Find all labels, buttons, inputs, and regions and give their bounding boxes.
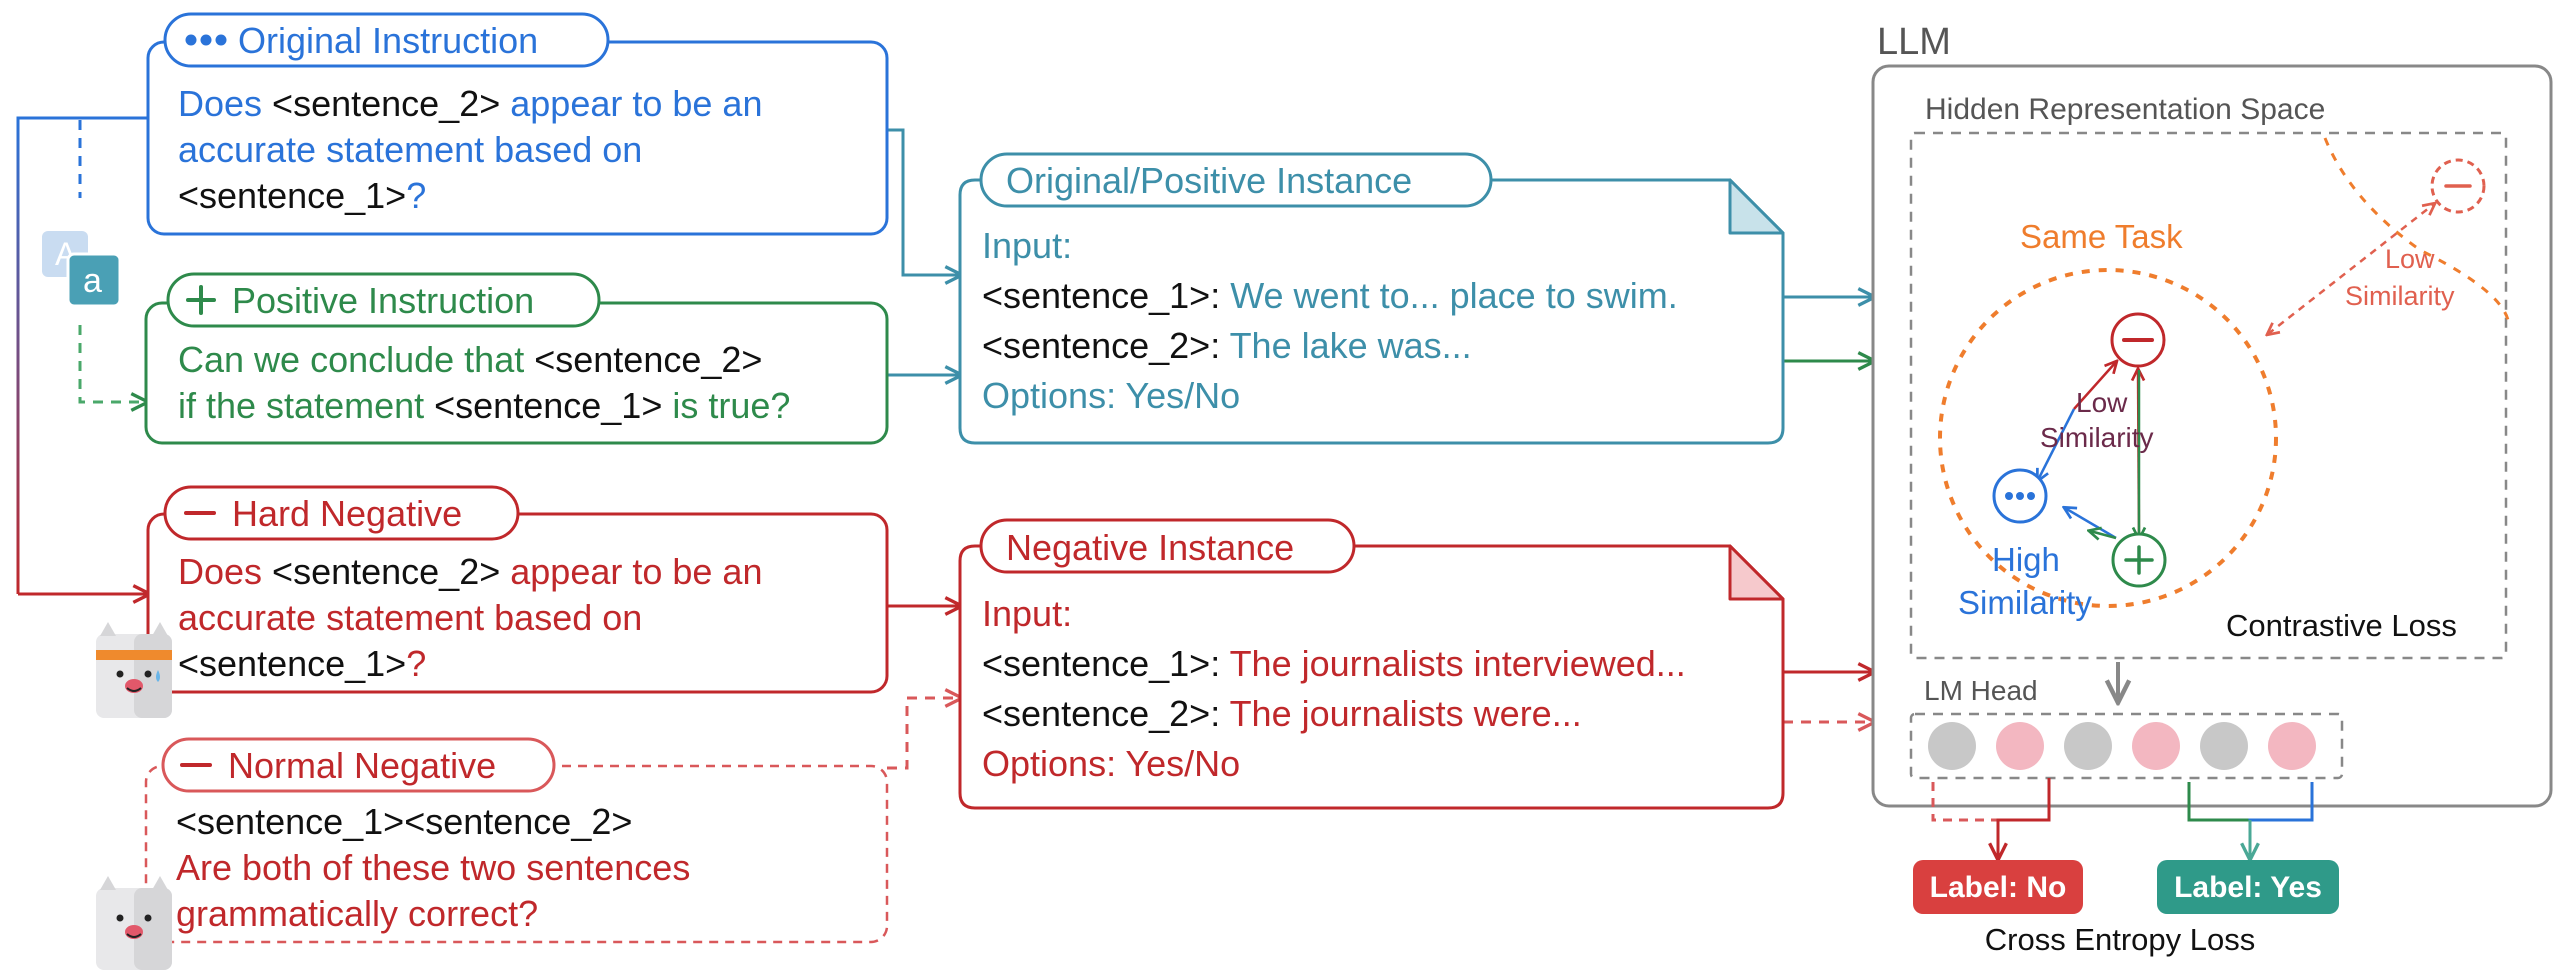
lm-head-token	[2132, 722, 2180, 770]
cross-entropy-loss-label: Cross Entropy Loss	[1985, 922, 2256, 957]
text-segment: <sentence_2>	[272, 551, 500, 592]
text-segment: ?	[406, 643, 426, 684]
label-no-badge: Label: No	[1913, 860, 2083, 914]
label-yes-badge: Label: Yes	[2157, 860, 2339, 914]
lm-head-token	[2064, 722, 2112, 770]
normal-negative-text: <sentence_1><sentence_2> Are both of thes…	[176, 801, 690, 934]
connectors	[16, 116, 1873, 770]
positive-instance-text: Input: <sentence_1>: We went to... place …	[982, 225, 1678, 416]
lm-head-token	[1996, 722, 2044, 770]
label-no-text: Label: No	[1930, 871, 2067, 904]
text-segment: <sentence_1>	[178, 643, 406, 684]
text-segment: ?	[406, 175, 426, 216]
text-segment: Options: Yes/No	[982, 375, 1240, 416]
text-segment: is true?	[662, 385, 790, 426]
text-segment: Does	[178, 551, 272, 592]
normal-negative-title: Normal Negative	[228, 745, 496, 786]
hard-negative-text: Does <sentence_2> appear to be an accurat…	[178, 551, 762, 684]
lm-head-token	[2268, 722, 2316, 770]
llm-title: LLM	[1877, 21, 1951, 63]
plus-icon	[2124, 545, 2154, 575]
original-instruction-text: Does <sentence_2> appear to be an accurat…	[178, 83, 762, 216]
original-instruction-box: Original Instruction Does <sentence_2> a…	[146, 12, 889, 236]
text-segment: appear to be an	[500, 83, 762, 124]
plus-icon	[186, 285, 216, 315]
negative-instance-title: Negative Instance	[1006, 527, 1294, 568]
positive-instance-title: Original/Positive Instance	[1006, 160, 1412, 201]
positive-instruction-title: Positive Instruction	[232, 280, 534, 321]
negative-node	[2110, 312, 2166, 368]
llm-panel: LLM Hidden Representation Space Same Tas…	[1871, 21, 2553, 808]
text-segment: <sentence_1>	[178, 175, 406, 216]
text-segment: <sentence_2>	[272, 83, 500, 124]
hidden-space-label: Hidden Representation Space	[1925, 93, 2325, 126]
text-segment: Options: Yes/No	[982, 743, 1240, 784]
positive-node	[2111, 532, 2167, 588]
text-segment: Does	[178, 83, 272, 124]
llama-mascot-icon	[96, 622, 172, 718]
text-segment: <sentence_1>	[434, 385, 662, 426]
text-segment: Input:	[982, 593, 1072, 634]
translate-letter-lower: a	[83, 262, 102, 300]
text-segment: We went to... place to swim.	[1230, 275, 1678, 316]
text-segment: if the statement	[178, 385, 434, 426]
negative-instance-text: Input: <sentence_1>: The journalists inte…	[982, 593, 1686, 784]
ellipsis-icon	[2005, 492, 2035, 500]
positive-instance-box: Original/Positive Instance Input: <senten…	[958, 152, 1785, 445]
low-similarity-inner-1: Low	[2076, 387, 2128, 418]
outer-negative-node	[2430, 158, 2486, 214]
text-segment: <sentence_1>:	[982, 643, 1230, 684]
normal-negative-box: Normal Negative <sentence_1><sentence_2>…	[144, 737, 889, 944]
text-segment: <sentence_2>	[534, 339, 762, 380]
text-segment: Input:	[982, 225, 1072, 266]
lm-head-tokens	[1928, 722, 2316, 770]
label-yes-text: Label: Yes	[2174, 871, 2322, 904]
negative-instance-box: Negative Instance Input: <sentence_1>: Th…	[958, 518, 1785, 810]
original-instruction-title: Original Instruction	[238, 20, 538, 61]
text-segment: <sentence_2>:	[982, 325, 1230, 366]
llama-mascot-icon	[96, 876, 172, 970]
text-segment: The journalists were...	[1230, 693, 1582, 734]
high-similarity-1: High	[1992, 541, 2060, 578]
text-segment: accurate statement based on	[178, 129, 642, 170]
text-segment: Can we conclude that	[178, 339, 534, 380]
lm-head-token	[2200, 722, 2248, 770]
same-task-label: Same Task	[2020, 218, 2183, 255]
hard-negative-box: Hard Negative Does <sentence_2> appear t…	[146, 485, 889, 694]
low-similarity-outer-2: Similarity	[2345, 281, 2455, 311]
text-segment: <sentence_1><sentence_2>	[176, 801, 632, 842]
same-task-circle	[1938, 268, 2278, 608]
label-connectors	[1931, 778, 2314, 858]
lm-head-label: LM Head	[1924, 675, 2038, 706]
low-similarity-outer-1: Low	[2385, 244, 2435, 274]
original-node	[1992, 468, 2048, 524]
translate-icon: A a	[42, 231, 122, 308]
positive-instruction-text: Can we conclude that <sentence_2>if the …	[178, 339, 790, 426]
text-segment: <sentence_2>:	[982, 693, 1230, 734]
text-segment: appear to be an	[500, 551, 762, 592]
high-similarity-2: Similarity	[1958, 584, 2092, 621]
text-segment: Are both of these two sentences	[176, 847, 690, 888]
text-segment: accurate statement based on	[178, 597, 642, 638]
contrastive-loss-label: Contrastive Loss	[2226, 608, 2457, 643]
text-segment: The lake was...	[1230, 325, 1472, 366]
low-similarity-inner-2: Similarity	[2040, 422, 2154, 453]
lm-head-token	[1928, 722, 1976, 770]
hard-negative-title: Hard Negative	[232, 493, 462, 534]
text-segment: grammatically correct?	[176, 893, 538, 934]
ellipsis-icon	[185, 34, 227, 46]
lm-head-box	[1909, 712, 2344, 780]
positive-instruction-box: Positive Instruction Can we conclude tha…	[144, 272, 889, 445]
outer-arc	[2323, 137, 2510, 321]
text-segment: <sentence_1>:	[982, 275, 1230, 316]
text-segment: The journalists interviewed...	[1230, 643, 1686, 684]
